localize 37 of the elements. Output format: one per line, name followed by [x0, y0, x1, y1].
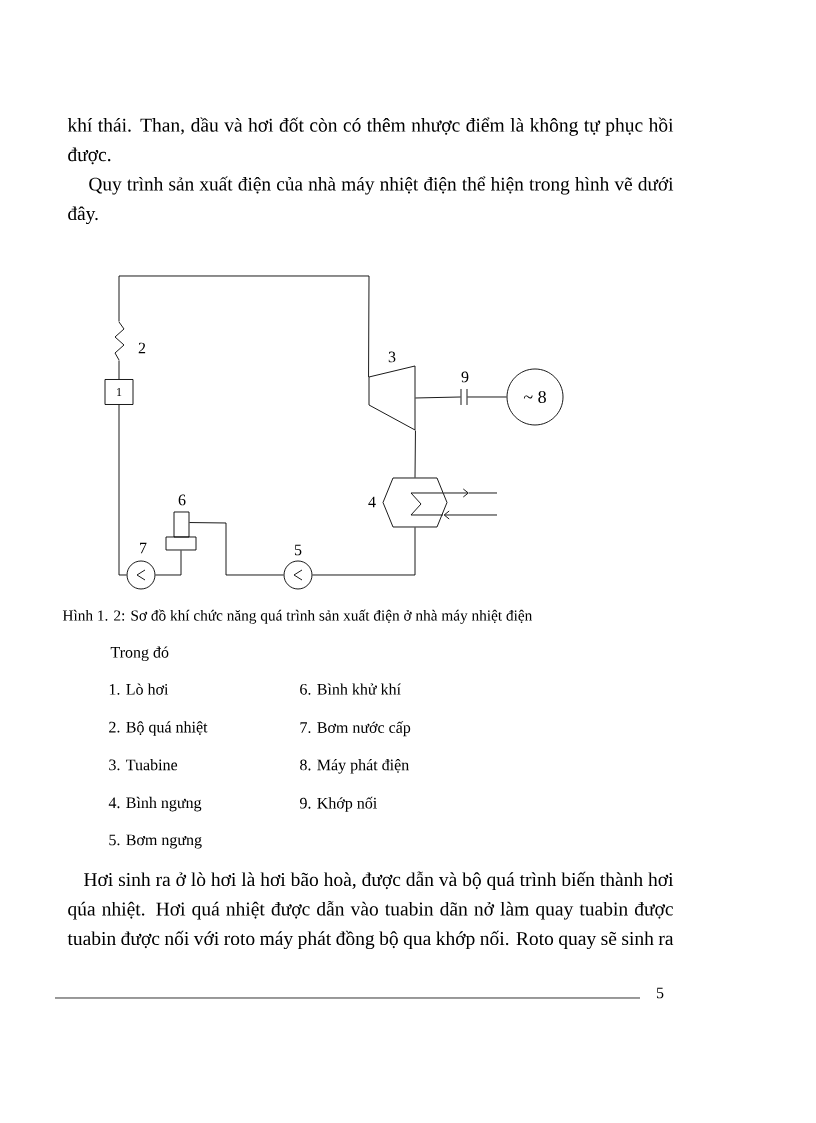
cooling-water-arrow [443, 510, 498, 520]
list-heading: Trong đó [110, 646, 169, 661]
paragraph: khí thái. Than, dầu và hơi đốt còn có thêm nhược điểm là không tự phục hồi được. [67, 117, 674, 165]
boiler-box: 1 [104, 379, 134, 405]
callout-number: 7 [140, 542, 147, 554]
deaerator-symbol [165, 511, 197, 551]
legend-item: 6. Bình khử khí [300, 683, 401, 695]
pipe-line [414, 430, 416, 478]
legend-item: 8. Máy phát điện [300, 759, 409, 774]
condenser-symbol [382, 477, 448, 528]
pipe-line [118, 275, 370, 378]
page-number: 5 [656, 987, 664, 999]
caption: Hình 1. 2: Sơ đồ khí chức năng quá trình sản xuất điện ở nhà máy nhiệt điện [62, 609, 533, 624]
paragraph: Quy trình sản xuất điện của nhà máy nhiệt điện thể hiện trong hình vẽ dưới đây. [68, 176, 674, 225]
paragraph: Hơi sinh ra ở lò hơi là hơi bão hoà, được dẫn và bộ quá trình biến thành hơi qúa nhiệt. Hơi quá nhiệt được dẫn vào tuabin dãn nở làm quay tuabin được tuabin được nối với roto máy phát đồng bộ qua khớp nối. Roto quay sẽ sinh ra [67, 871, 674, 950]
pipe-line [155, 550, 182, 576]
legend-item: 9. Khớp nối [299, 796, 377, 812]
pump-symbol [126, 560, 156, 590]
pipe-line [467, 396, 507, 398]
legend-item: 7. Bơm nước cấp [300, 721, 411, 737]
legend-item: 1. Lò hơi [109, 683, 169, 695]
turbine-symbol [368, 365, 416, 431]
pump-symbol [283, 560, 313, 590]
callout-number: 9 [461, 371, 469, 383]
callout-number: 2 [138, 342, 146, 354]
superheater-symbol [114, 321, 125, 361]
legend-item: 4. Bình ngưng [108, 796, 202, 812]
pipe-line [189, 522, 284, 576]
pipe-line [415, 396, 461, 399]
legend-item: 3. Tuabine [109, 759, 178, 771]
legend-item: 5. Bơm ngưng [109, 834, 202, 849]
coupling-symbol [460, 388, 468, 406]
pipe-line [118, 404, 127, 576]
cooling-water-arrow [443, 488, 469, 498]
pipe-line [118, 360, 120, 380]
pipe-line [312, 527, 416, 576]
legend-item: 2. Bộ quá nhiệt [109, 721, 208, 736]
